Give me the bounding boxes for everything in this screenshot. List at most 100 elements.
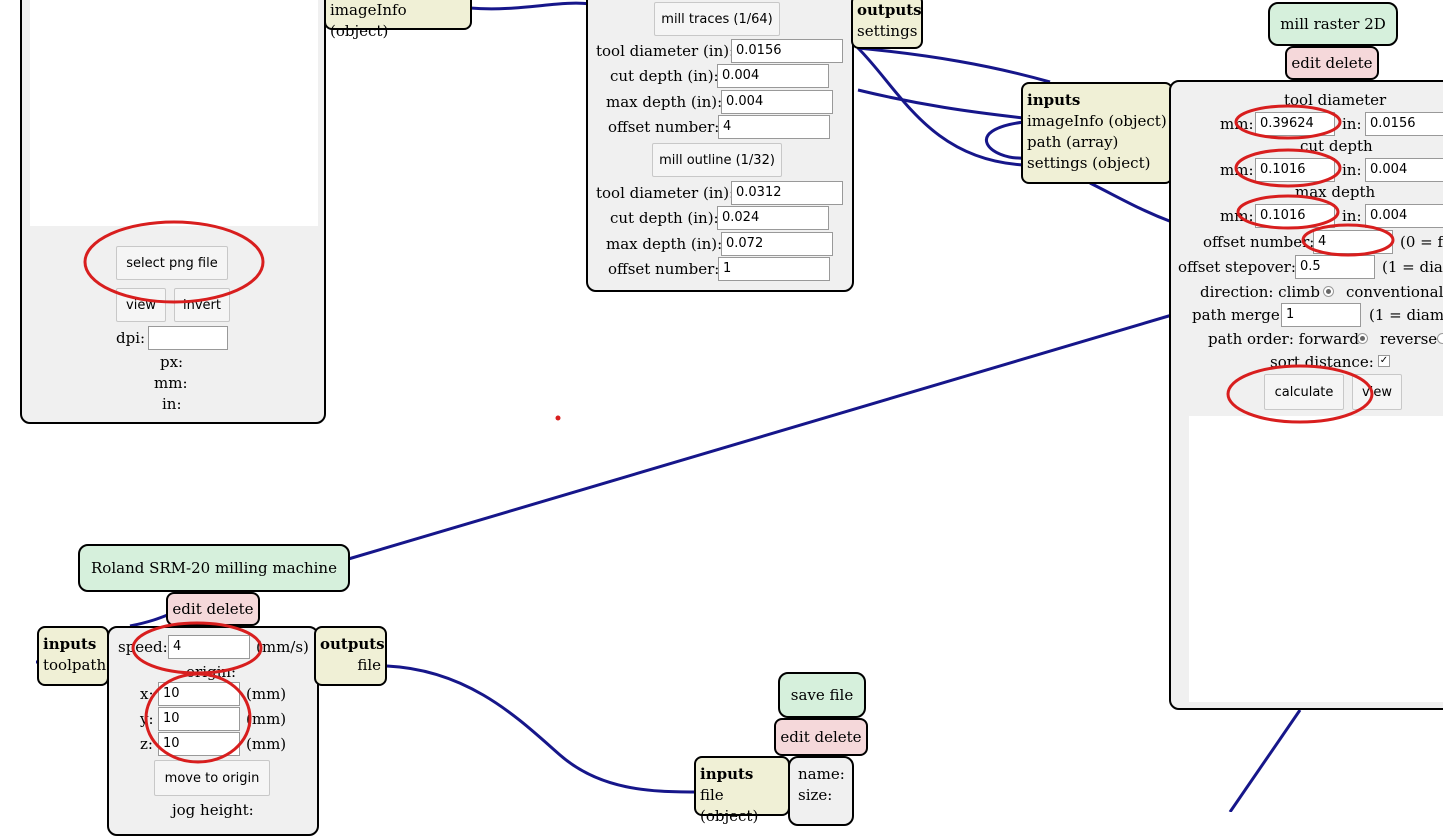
traces-tool-diameter-input[interactable]: 0.0156 — [731, 39, 843, 63]
inputs-heading: inputs — [43, 635, 97, 653]
wire-file-to-save — [386, 664, 697, 794]
origin-y-input[interactable]: 10 — [158, 707, 240, 731]
png-module — [20, 0, 326, 424]
annotation-circle-calculate — [1226, 364, 1374, 424]
save-file-edit-delete[interactable]: edit delete — [774, 718, 868, 756]
direction-conventional-label: conventional — [1346, 283, 1443, 301]
wire-imageinfo-top — [469, 1, 591, 11]
path-order-label: path order: forward — [1208, 330, 1359, 348]
path-merge-label: path merge: — [1192, 306, 1285, 324]
cut-depth-in-input[interactable]: 0.004 — [1365, 158, 1443, 182]
annotation-overlay — [83, 104, 1395, 764]
path-merge-note: (1 = diame — [1369, 306, 1443, 324]
outline-max-depth-label: max depth (in): — [606, 235, 723, 253]
offset-number-note: (0 = f — [1400, 233, 1443, 251]
mill-raster-title[interactable]: mill raster 2D — [1268, 2, 1398, 46]
wire-settings-to-raster-1 — [857, 46, 1051, 84]
offset-stepover-note: (1 = diar — [1382, 258, 1443, 276]
file-output: file — [357, 656, 381, 674]
cut-depth-in-label: in: — [1342, 161, 1362, 179]
annotation-circle-speed — [131, 621, 263, 675]
traces-offset-number-input[interactable]: 4 — [718, 115, 830, 139]
origin-z-input[interactable]: 10 — [158, 732, 240, 756]
mill-raster-edit-delete[interactable]: edit delete — [1285, 46, 1379, 80]
wire-bottom-right — [1228, 709, 1302, 812]
max-depth-heading: max depth — [1295, 183, 1376, 201]
annotation-dot — [555, 415, 561, 421]
imageinfo-output-port[interactable]: imageInfo (object) — [324, 0, 472, 40]
view-button[interactable]: view — [116, 288, 166, 322]
speed-input[interactable]: 4 — [168, 635, 250, 659]
name-label: name: — [798, 765, 845, 783]
wire-roland-to-raster — [344, 313, 1173, 562]
annotation-circle-offset-number — [1301, 223, 1395, 257]
path-merge-input[interactable]: 1 — [1281, 303, 1361, 327]
path-order-forward-radio[interactable] — [1357, 333, 1368, 344]
roland-outputs-port[interactable]: outputs file — [314, 626, 387, 686]
roland-title[interactable]: Roland SRM-20 milling machine — [78, 544, 350, 592]
cut-depth-mm-input[interactable]: 0.1016 — [1255, 158, 1335, 182]
tool-diameter-heading: tool diameter — [1284, 91, 1387, 109]
wire-raster-right — [1089, 181, 1173, 224]
in-label: in: — [162, 395, 182, 413]
inputs-heading: inputs — [700, 765, 754, 783]
imageinfo-port-label: imageInfo (object) — [330, 1, 407, 40]
image-preview — [30, 0, 318, 226]
sort-distance-checkbox[interactable]: ✓ — [1378, 355, 1390, 367]
traces-offset-number-label: offset number: — [608, 118, 720, 136]
outline-tool-diameter-input[interactable]: 0.0312 — [731, 181, 843, 205]
mm-label: mm: — [154, 374, 188, 392]
calculate-button[interactable]: calculate — [1264, 374, 1344, 410]
annotation-circle-select-png — [83, 220, 265, 304]
x-unit: (mm) — [246, 685, 287, 703]
z-label: z: — [140, 735, 153, 753]
wire-loop — [984, 120, 1025, 160]
dpi-input[interactable] — [148, 326, 228, 350]
outline-max-depth-input[interactable]: 0.072 — [721, 232, 833, 256]
mill-traces-button[interactable]: mill traces (1/64) — [654, 2, 780, 36]
outputs-heading: outputs — [320, 635, 385, 653]
input-path: path (array) — [1027, 133, 1119, 151]
raster-view-button[interactable]: view — [1352, 374, 1402, 410]
traces-cut-depth-input[interactable]: 0.004 — [717, 64, 829, 88]
outline-cut-depth-label: cut depth (in): — [610, 209, 719, 227]
annotation-circle-max-depth — [1236, 194, 1340, 230]
offset-number-label: offset number: — [1203, 233, 1315, 251]
toolpath-preview — [1189, 416, 1443, 702]
outputs-heading: outputs — [857, 1, 922, 19]
inputs-heading: inputs — [1027, 91, 1081, 109]
toolpath-input: toolpath — [43, 656, 107, 674]
dpi-label: dpi: — [116, 329, 146, 347]
select-png-file-button[interactable]: select png file — [116, 246, 228, 280]
traces-cut-depth-label: cut depth (in): — [610, 67, 719, 85]
px-label: px: — [160, 353, 184, 371]
tool-diameter-mm-input[interactable]: 0.39624 — [1255, 112, 1335, 136]
input-settings: settings (object) — [1027, 154, 1151, 172]
cut-depth-heading: cut depth — [1300, 137, 1373, 155]
z-unit: (mm) — [246, 735, 287, 753]
y-unit: (mm) — [246, 710, 287, 728]
tool-diameter-in-label: in: — [1342, 115, 1362, 133]
outline-offset-number-input[interactable]: 1 — [718, 257, 830, 281]
input-imageinfo: imageInfo (object) — [1027, 112, 1167, 130]
direction-climb-radio[interactable] — [1323, 286, 1334, 297]
traces-max-depth-label: max depth (in): — [606, 93, 723, 111]
size-label: size: — [798, 786, 833, 804]
mill-outline-button[interactable]: mill outline (1/32) — [652, 143, 782, 177]
outline-tool-diameter-label: tool diameter (in): — [596, 184, 735, 202]
origin-x-input[interactable]: 10 — [158, 682, 240, 706]
speed-label: speed: — [118, 638, 168, 656]
speed-unit: (mm/s) — [256, 638, 309, 656]
settings-output: settings — [857, 22, 918, 40]
max-depth-in-input[interactable]: 0.004 — [1365, 204, 1443, 228]
settings-outputs-port[interactable]: outputs settings — [851, 0, 923, 49]
save-file-title[interactable]: save file — [778, 672, 866, 718]
path-order-reverse-radio[interactable] — [1437, 333, 1443, 344]
max-depth-in-label: in: — [1342, 207, 1362, 225]
roland-inputs-port[interactable]: inputs toolpath — [37, 626, 109, 686]
traces-max-depth-input[interactable]: 0.004 — [721, 90, 833, 114]
annotation-circle-origin — [144, 672, 252, 764]
mill-raster-inputs-port[interactable]: inputs imageInfo (object) path (array) s… — [1021, 82, 1173, 184]
outline-cut-depth-input[interactable]: 0.024 — [717, 206, 829, 230]
tool-diameter-in-input[interactable]: 0.0156 — [1365, 112, 1443, 136]
